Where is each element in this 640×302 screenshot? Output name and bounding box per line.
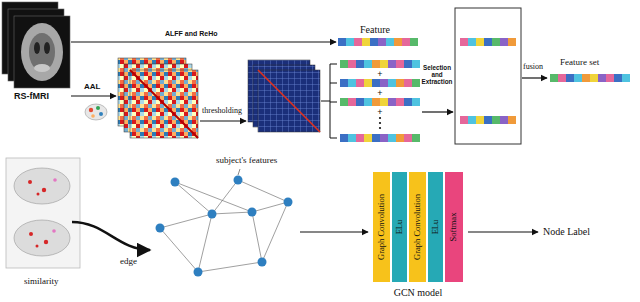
correlation-matrix xyxy=(118,58,198,138)
arrow-label: thresholding xyxy=(202,106,242,115)
binary-matrix xyxy=(248,60,320,132)
arrow xyxy=(71,41,336,42)
arrow xyxy=(200,120,246,121)
layer-name: Graph Convolution xyxy=(413,194,422,260)
layer-name: Graph Convolution xyxy=(377,194,386,260)
arrow xyxy=(522,77,547,78)
text-holder: Softmax xyxy=(449,213,458,242)
feature-set-label: Feature set xyxy=(560,57,599,67)
step-label: Selection and Extraction xyxy=(421,64,453,86)
graph-convolution-layer: Graph Convolution xyxy=(373,172,390,282)
plus-sign: + xyxy=(377,70,382,79)
atlas-icon xyxy=(85,104,107,120)
layer-name: Softmax xyxy=(449,213,458,242)
edge-label: edge xyxy=(120,256,137,266)
leader-line xyxy=(238,169,240,175)
arrow-label: fusion xyxy=(523,62,543,71)
layer-name: ELu xyxy=(431,220,440,235)
bracket xyxy=(321,64,337,138)
softmax-layer: Softmax xyxy=(445,172,463,282)
brain-stack xyxy=(2,2,70,88)
arrow xyxy=(300,231,368,232)
feature-label: Feature xyxy=(360,24,390,36)
activation-layer: ELu xyxy=(392,172,407,282)
activation-layer: ELu xyxy=(428,172,443,282)
text-holder: ELu xyxy=(431,220,440,235)
output-label: Node Label xyxy=(543,226,590,238)
input-label: RS-fMRI xyxy=(14,91,49,101)
feature-vector xyxy=(460,116,516,124)
text-holder: Graph Convolution xyxy=(377,194,386,260)
feature-box xyxy=(455,8,521,144)
arrow xyxy=(468,231,538,232)
feature-vector xyxy=(338,38,420,142)
plus-sign: + xyxy=(377,108,382,117)
curved-arrow xyxy=(72,222,150,250)
text-holder: Graph Convolution xyxy=(413,194,422,260)
arrow-label: ALFF and ReHo xyxy=(165,30,218,38)
arrow xyxy=(71,95,116,96)
graph-convolution-layer: Graph Convolution xyxy=(409,172,426,282)
similarity-panel xyxy=(6,158,80,268)
similarity-label: similarity xyxy=(24,276,59,286)
subject-graph xyxy=(160,180,288,272)
layer-name: ELu xyxy=(395,220,404,235)
atlas-label: AAL xyxy=(84,82,100,91)
plus-sign: + xyxy=(377,89,382,98)
feature-vector xyxy=(550,74,630,82)
text-holder: ELu xyxy=(395,220,404,235)
arrow xyxy=(422,111,453,112)
model-label: GCN model xyxy=(394,287,443,299)
feature-vector xyxy=(460,38,516,46)
graph-node xyxy=(156,176,293,277)
graph-label: subject's features xyxy=(216,155,277,165)
